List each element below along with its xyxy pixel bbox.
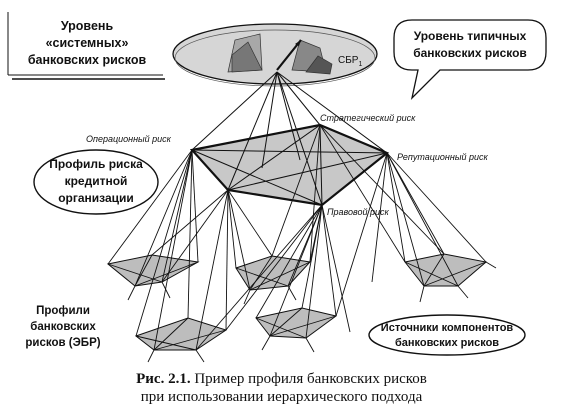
- sources-line2: банковских рисков: [395, 337, 499, 349]
- sources-line1: Источники компонентов: [381, 322, 514, 334]
- ebr-label-line2: банковских: [30, 321, 96, 333]
- caption-number: Рис. 2.1.: [136, 371, 191, 387]
- credit-profile-line3: организации: [58, 191, 134, 205]
- systemic-level-line2: «системных»: [46, 36, 129, 50]
- sources-bubble: Источники компонентов банковских рисков: [368, 314, 526, 356]
- credit-profile-line1: Профиль риска: [49, 157, 143, 171]
- systemic-level-line3: банковских рисков: [28, 53, 147, 67]
- ebr-label-line1: Профили: [36, 305, 90, 317]
- caption-line2: при использовании иерархического подхода: [140, 389, 423, 405]
- legal-risk-label: Правовой риск: [327, 207, 390, 217]
- apex-lines: [191, 71, 388, 206]
- sbr-label: СБР1: [338, 55, 362, 68]
- strategic-risk-label: Стратегический риск: [320, 113, 416, 123]
- caption-line1-text: Пример профиля банковских рисков: [190, 371, 427, 387]
- caption-line1: Рис. 2.1. Пример профиля банковских риск…: [0, 370, 563, 388]
- operational-risk-label: Операционный риск: [86, 134, 172, 144]
- polygon-diagonals: [191, 124, 388, 206]
- credit-profile-bubble: Профиль риска кредитной организации: [33, 149, 159, 215]
- ebr-profiles-label: Профили банковских рисков (ЭБР): [25, 305, 100, 349]
- ebr-polygon-1: [106, 254, 200, 287]
- fan-lines: [107, 124, 497, 363]
- systemic-level-line1: Уровень: [61, 19, 114, 33]
- typical-level-bubble: Уровень типичных банковских рисков: [393, 19, 547, 101]
- reputational-risk-label: Репутационный риск: [397, 152, 488, 162]
- credit-profile-line2: кредитной: [65, 174, 128, 188]
- main-risk-polygon: [189, 123, 390, 207]
- ebr-label-line3: рисков (ЭБР): [25, 337, 100, 349]
- figure-caption: Рис. 2.1. Пример профиля банковских риск…: [0, 370, 563, 406]
- typical-level-line1: Уровень типичных: [414, 29, 527, 43]
- ebr-polygon-3: [404, 253, 488, 287]
- systemic-risk-disc: [172, 23, 378, 87]
- systemic-level-box: Уровень «системных» банковских рисков: [7, 12, 165, 80]
- typical-level-line2: банковских рисков: [413, 46, 527, 60]
